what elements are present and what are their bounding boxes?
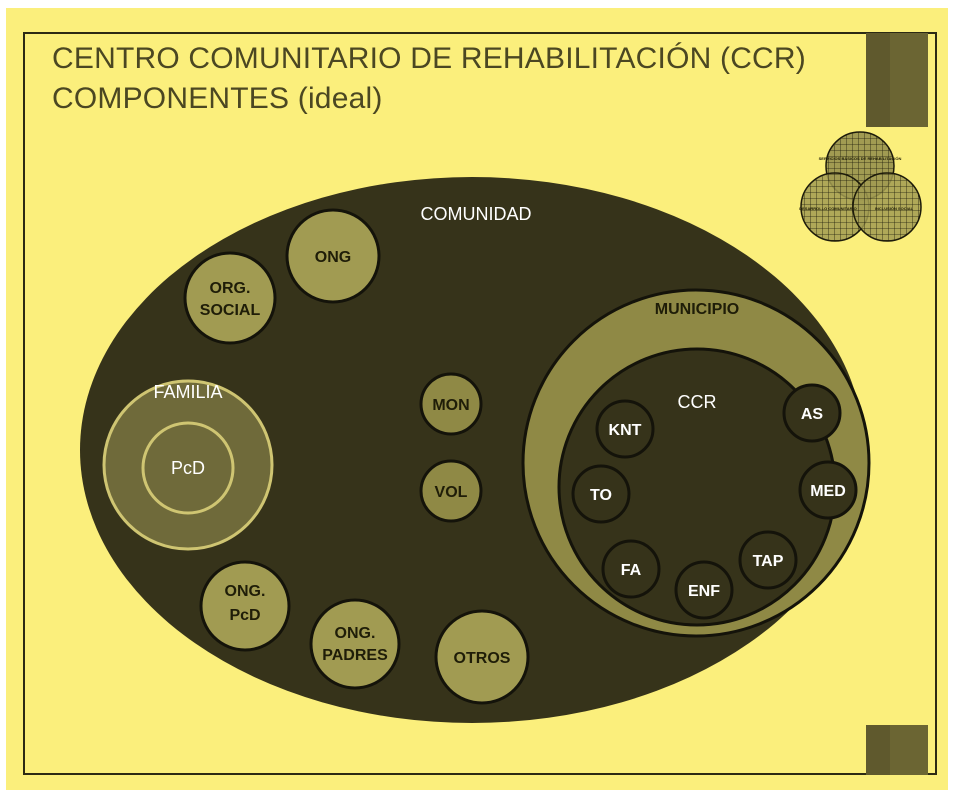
svg-text:MON: MON bbox=[432, 397, 469, 414]
ccr-member-as: AS bbox=[782, 383, 842, 443]
node-vol: VOL bbox=[419, 459, 483, 523]
accent-square-bottom bbox=[866, 725, 928, 775]
venn-right-label: INCLUSIÓN SOCIAL bbox=[875, 206, 914, 211]
family-group: FAMILIA PcD bbox=[102, 379, 274, 551]
node-ong-pcd: ONG. PcD bbox=[199, 560, 291, 652]
node-ong-padres: ONG. PADRES bbox=[309, 598, 401, 690]
svg-text:ONG: ONG bbox=[315, 249, 351, 266]
svg-text:ONG.: ONG. bbox=[335, 625, 376, 642]
svg-text:OTROS: OTROS bbox=[454, 650, 511, 667]
municipio-label: MUNICIPIO bbox=[655, 301, 739, 318]
ccr-member-to: TO bbox=[571, 464, 631, 524]
ccr-member-knt: KNT bbox=[595, 399, 655, 459]
svg-text:KNT: KNT bbox=[609, 422, 642, 439]
node-mon: MON bbox=[419, 372, 483, 436]
accent-square-top bbox=[866, 33, 928, 127]
venn-top-label: SERVICIOS BÁSICOS DE REHABILITACIÓN bbox=[819, 156, 902, 161]
pcd-label: PcD bbox=[171, 458, 205, 478]
svg-text:TAP: TAP bbox=[753, 553, 784, 570]
svg-text:MED: MED bbox=[810, 483, 846, 500]
svg-text:SOCIAL: SOCIAL bbox=[200, 302, 261, 319]
svg-text:FA: FA bbox=[621, 562, 642, 579]
svg-text:PcD: PcD bbox=[229, 607, 260, 624]
ccr-member-enf: ENF bbox=[674, 560, 734, 620]
svg-text:ENF: ENF bbox=[688, 583, 720, 600]
community-label: COMUNIDAD bbox=[421, 204, 532, 224]
node-otros: OTROS bbox=[434, 609, 530, 705]
svg-text:VOL: VOL bbox=[435, 484, 468, 501]
ccr-member-med: MED bbox=[798, 460, 858, 520]
svg-text:AS: AS bbox=[801, 406, 824, 423]
node-org-social: ORG. SOCIAL bbox=[183, 251, 277, 345]
ccr-label: CCR bbox=[678, 392, 717, 412]
slide-frame bbox=[23, 32, 937, 775]
venn-logo: SERVICIOS BÁSICOS DE REHABILITACIÓN DESA… bbox=[799, 131, 922, 242]
title-line-2: COMPONENTES (ideal) bbox=[52, 82, 383, 115]
node-ong: ONG bbox=[285, 208, 381, 304]
ccr-member-tap: TAP bbox=[738, 530, 798, 590]
svg-text:TO: TO bbox=[590, 487, 612, 504]
svg-text:ORG.: ORG. bbox=[210, 280, 251, 297]
ccr-member-fa: FA bbox=[601, 539, 661, 599]
svg-text:ONG.: ONG. bbox=[225, 583, 266, 600]
family-label: FAMILIA bbox=[153, 382, 222, 402]
title-line-1: CENTRO COMUNITARIO DE REHABILITACIÓN (CC… bbox=[52, 42, 806, 75]
svg-text:PADRES: PADRES bbox=[322, 647, 388, 664]
pcd-circle bbox=[141, 421, 235, 515]
venn-left-label: DESARROLLO COMUNITARIO bbox=[799, 206, 856, 211]
